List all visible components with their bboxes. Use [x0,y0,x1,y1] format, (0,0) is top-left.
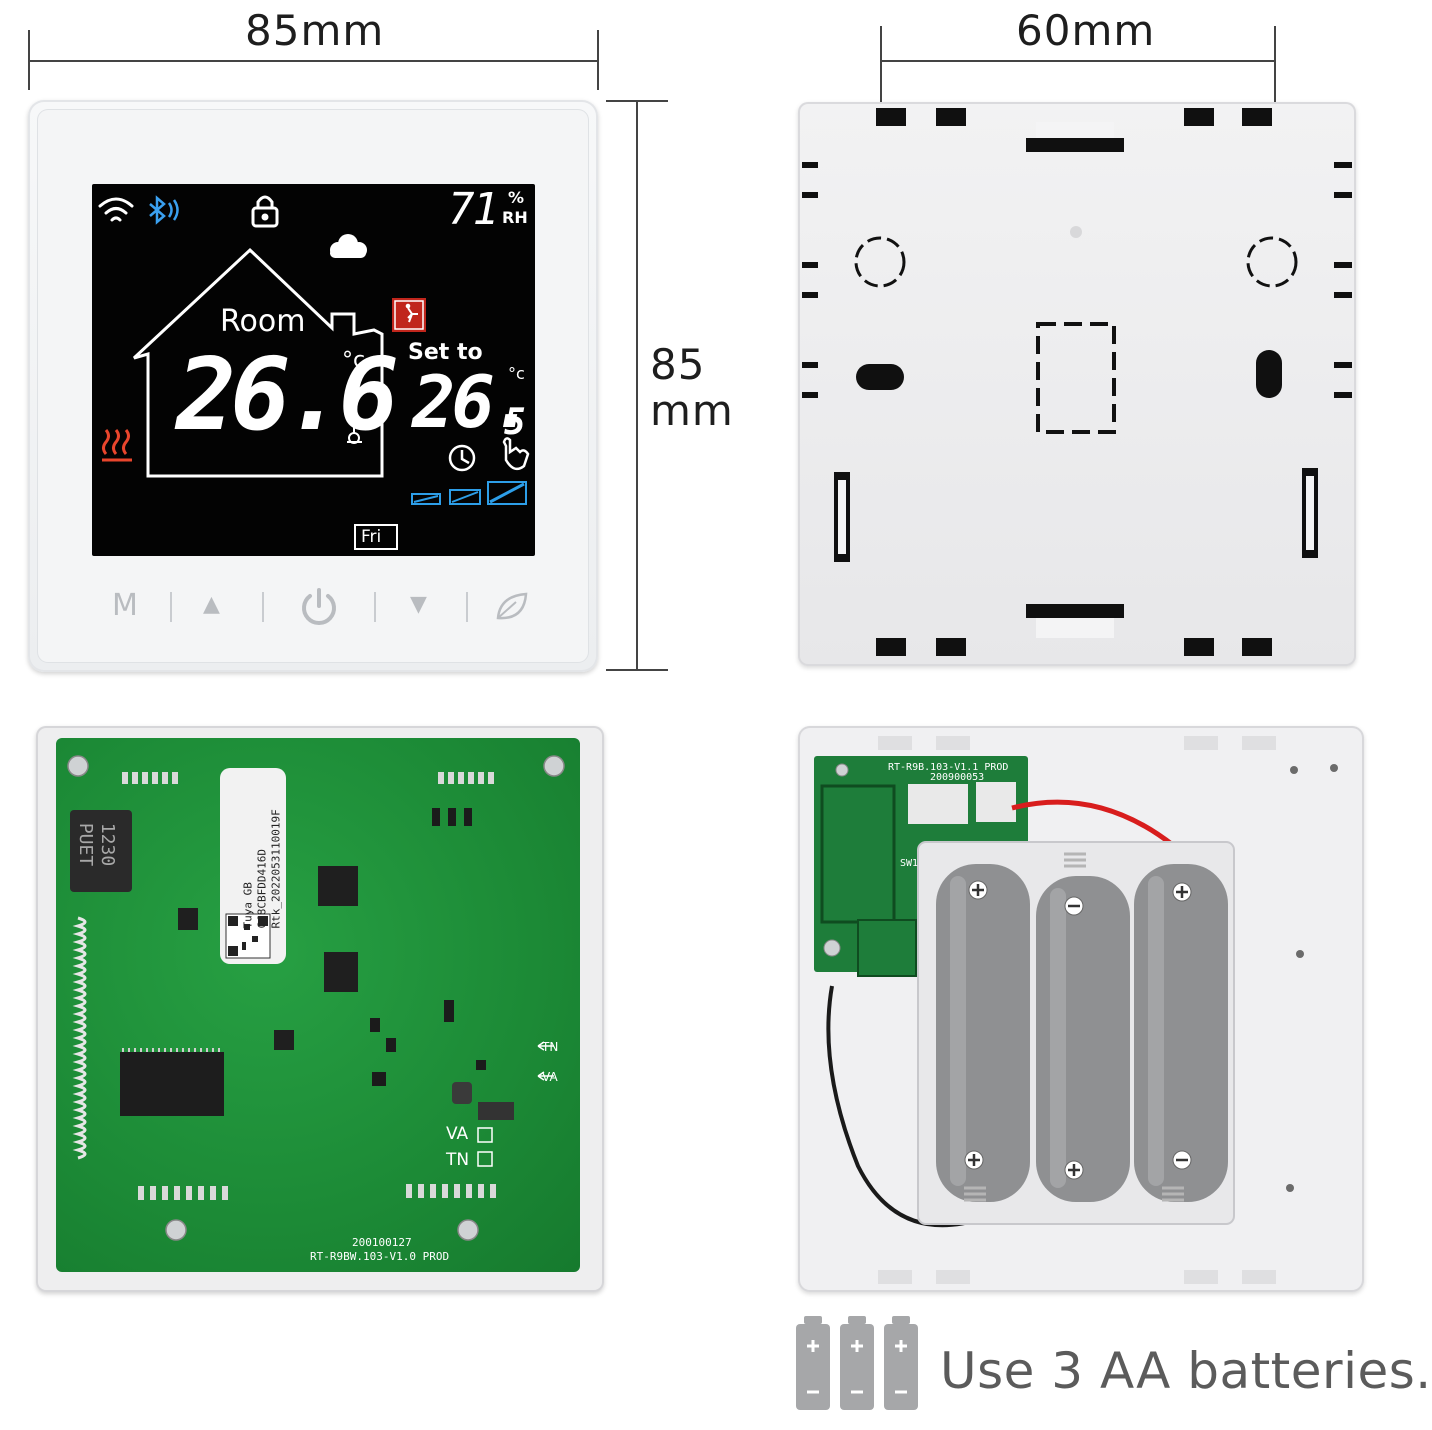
hole-dimension-label: 60mm [1016,6,1156,55]
aa-batteries-icon [796,1316,918,1410]
back-plate-details [802,108,1352,656]
battery-compartment-details [814,736,1338,1284]
height-dimension-line [636,100,638,670]
battery-caption: Use 3 AA batteries. [940,1342,1432,1400]
set-temperature: 26. [412,360,534,444]
set-temperature-unit: °c [508,364,525,383]
hole-dimension-line [880,60,1276,62]
thermometer-icon [347,410,362,444]
height-tick-bottom [606,669,668,671]
cloud-icon [330,234,367,258]
humidity-value: 71 [448,184,499,235]
pcb-terminal-tn: TN [542,1040,559,1054]
heating-icon [102,429,132,462]
key-separator [374,592,376,622]
eco-button[interactable] [494,590,530,628]
height-dimension-value: 85 [650,340,706,389]
bluetooth-icon [149,195,179,225]
up-button[interactable]: ▲ [203,592,220,617]
inductor-marking: 1230 [97,822,119,867]
clock-icon [448,444,476,472]
lcd-screen: 71 % RH Room 26.6 °c Set to 26. 5 °c Fri [92,184,535,556]
set-to-label: Set to [408,340,483,365]
humidity-rh-unit: RH [502,208,528,227]
pcb-components [67,755,565,1241]
battery-cells [936,864,1228,1202]
key-separator [170,592,172,622]
down-button[interactable]: ▼ [410,592,427,617]
lock-icon [251,195,279,228]
key-separator [466,592,468,622]
sticker-line-3: Rtk_2022053110019F [269,809,283,929]
pcb-terminal-va: VA [542,1070,558,1084]
width-dimension-label: 85mm [245,6,385,55]
power-icon [302,588,336,625]
width-dimension-line [28,60,599,62]
pcb-model-code: RT-R9BW.103-V1.0 PROD [310,1250,450,1263]
day-label: Fri [361,527,382,547]
pcb-sticker: Tuya GB CC8CBFDD416D Rtk_2022053110019F [226,780,283,940]
room-label: Room [220,304,306,339]
pcb-label-va: VA [446,1124,469,1144]
set-temperature-decimal: 5 [504,402,526,443]
battery-board-model: RT-R9B.103-V1.1 PROD [888,762,1009,773]
battery-board-switch-label: SW1 [900,858,919,869]
key-separator [262,592,264,622]
pcb-date-code: 200100127 [352,1236,412,1249]
height-dimension-unit: mm [650,386,734,435]
hand-touch-icon [502,437,530,471]
pcb-label-tn: TN [446,1150,470,1170]
house-outline-icon [132,247,384,478]
wifi-icon [98,197,134,222]
lcd-graphics [98,195,530,550]
leaf-icon [496,592,528,620]
day-box [354,524,398,550]
pcb-board [56,738,580,1272]
sticker-line-2: CC8CBFDD416D [255,849,269,929]
door-exit-icon [392,298,426,332]
room-temperature-unit: °c [342,348,366,373]
mode-button[interactable]: M [112,588,138,623]
inductor-marking-2: PUET [75,822,97,867]
sticker-line-1: Tuya GB [241,882,255,929]
battery-board-code: 200900053 [930,772,985,783]
humidity-percent-unit: % [508,188,525,207]
power-button[interactable] [296,584,342,634]
room-temperature: 26.6 [176,336,399,453]
fan-level-bars-icon [411,481,527,505]
